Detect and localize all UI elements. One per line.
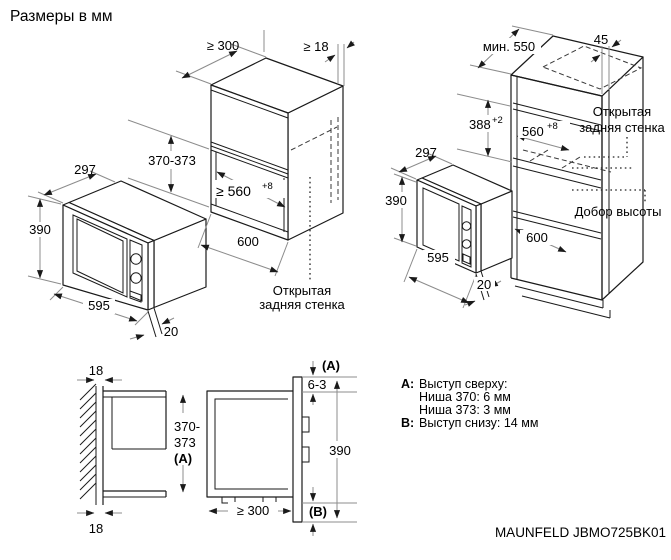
dim-label-min-depth: ≥ 300 <box>237 503 269 518</box>
wall-hatch <box>79 383 97 505</box>
latch <box>301 416 310 433</box>
hidden-edges <box>290 117 339 203</box>
dim-label-mw-width: 595 <box>427 250 449 265</box>
dimension-inner-depth-600: 600 <box>514 228 567 253</box>
cabinet-section <box>102 386 167 505</box>
dimension-wall-18: ≥ 18 <box>303 39 355 86</box>
open-back-callout: Открытая задняя стенка <box>259 177 346 312</box>
dim-label-niche-height: 388 <box>469 117 491 132</box>
dim-label-wall-gap-top: 18 <box>89 363 103 378</box>
column-cabinet-view: 297 390 595 20 м <box>382 25 666 319</box>
knob-icon <box>461 221 472 231</box>
knob-icon <box>130 272 142 284</box>
dimension-depth-297: 297 <box>37 162 116 204</box>
dimension-mw-frame-20: 20 <box>464 270 502 307</box>
dimension-outer-width-600: 600 <box>197 213 289 277</box>
dim-label-outer-width: 600 <box>237 234 259 249</box>
dim-label-niche-height-tol: +2 <box>492 115 503 126</box>
dim-label-wall: ≥ 18 <box>303 39 328 54</box>
microwave-front-view: 297 390 595 20 <box>26 162 207 341</box>
dimension-niche-width-560: ≥ 560 +8 <box>213 171 286 208</box>
dimension-frame-20: 20 <box>129 307 178 341</box>
dim-label-front-height: 390 <box>329 443 351 458</box>
label-protrusion-a: (A) <box>322 358 340 373</box>
cabinet-door-panel <box>210 89 289 175</box>
knob-icon <box>130 253 142 265</box>
dim-label-depth: 297 <box>74 162 96 177</box>
dim-label-niche-width-tol: +8 <box>262 181 273 192</box>
dim-label-mw-frame: 20 <box>477 277 491 292</box>
dimension-width-595: 595 <box>49 286 149 326</box>
dim-label-niche-height-1: 370- <box>174 419 200 434</box>
open-back-label-line2: задняя стенка <box>579 120 665 135</box>
front-panel <box>292 376 303 523</box>
label-protrusion-b: (B) <box>309 504 327 519</box>
microwave-section <box>206 376 310 523</box>
legend: A: Выступ сверху: Ниша 370: 6 мм Ниша 37… <box>401 377 538 430</box>
dimension-mw-width-595: 595 <box>403 248 477 309</box>
dim-label-niche-width: 560 <box>522 124 544 139</box>
dim-label-mw-depth: 297 <box>415 145 437 160</box>
dimension-top-depth-300: ≥ 300 <box>175 30 267 85</box>
column-right-face <box>601 56 644 301</box>
dim-label-niche-width: ≥ 560 <box>216 183 251 199</box>
model-label: MAUNFELD JBMO725BK01 <box>495 525 666 540</box>
legend-a-row2: Ниша 373: 3 мм <box>419 403 511 417</box>
microwave-body <box>62 180 207 311</box>
dimension-niche-height-370-373: 370-373 <box>127 119 210 208</box>
cabinet-front-face <box>210 84 289 241</box>
height-filler-label: Добор высоты <box>575 204 662 219</box>
open-back-label-line1: Открытая <box>273 283 331 298</box>
open-back-hidden-edge <box>541 45 643 90</box>
dimension-niche-width-560: 560 +8 <box>516 121 570 151</box>
dimension-min-depth-300: ≥ 300 <box>208 502 292 518</box>
dim-label-wall-gap-bottom: 18 <box>89 521 103 536</box>
open-back-callout: Открытая задняя стенка <box>579 104 666 158</box>
dimension-mw-height-390: 390 <box>382 173 417 247</box>
dimension-frame-45: 45 <box>590 32 622 94</box>
dim-label-niche-width-tol: +8 <box>547 121 558 132</box>
dim-label-niche-height-2: 373 <box>174 435 196 450</box>
legend-a-prefix: A: <box>401 377 414 391</box>
legend-b-prefix: B: <box>401 416 414 430</box>
dim-label-min-depth: мин. 550 <box>483 39 535 54</box>
dim-label-inner-depth: 600 <box>526 230 548 245</box>
dim-label-width: 595 <box>88 298 110 313</box>
open-back-label-line2: задняя стенка <box>259 297 345 312</box>
column-plinth <box>514 285 611 319</box>
dimension-top-gap: (A) 6-3 <box>302 358 357 405</box>
section-view: 18 18 370- 373 (A) (A) <box>77 358 357 536</box>
legend-a-row1: Ниша 370: 6 мм <box>419 390 511 404</box>
dimension-height-390: 390 <box>26 195 62 285</box>
dimension-niche-height-388: 388 +2 <box>456 93 513 163</box>
microwave-door <box>72 214 143 303</box>
door-handle <box>462 253 471 265</box>
latch <box>301 446 310 463</box>
dim-label-top-gap: 6-3 <box>308 377 327 392</box>
dim-label-top-depth: ≥ 300 <box>207 38 239 53</box>
dim-label-front-frame: 45 <box>594 32 608 47</box>
dim-label-frame: 20 <box>164 324 178 339</box>
page-title: Размеры в мм <box>10 8 113 25</box>
dimension-niche-height: 370- 373 (A) <box>174 394 200 493</box>
dim-label-height: 390 <box>29 222 51 237</box>
dimension-min-550: мин. 550 <box>469 25 554 75</box>
dimension-wall-gap-bottom: 18 <box>77 509 122 536</box>
dimension-wall-gap-top: 18 <box>77 363 122 384</box>
dim-label-mw-height: 390 <box>385 193 407 208</box>
niche-cabinet-view: ≥ 300 ≥ 18 370-373 ≥ 560 +8 600 <box>127 30 355 312</box>
dimension-front-height-390: 390 <box>325 380 355 519</box>
dim-label-niche-height: 370-373 <box>148 153 196 168</box>
height-filler-callout: Добор высоты <box>572 167 662 219</box>
dimension-mw-depth-297: 297 <box>390 145 453 180</box>
legend-a-title: Выступ сверху: <box>419 377 507 391</box>
microwave-unit <box>416 164 513 274</box>
open-back-label-line1: Открытая <box>593 104 651 119</box>
dim-label-niche-height-3: (A) <box>174 451 192 466</box>
knob-icon <box>461 239 472 249</box>
legend-b-title: Выступ снизу: 14 мм <box>419 416 538 430</box>
dimension-bottom-gap: (B) <box>302 487 357 536</box>
